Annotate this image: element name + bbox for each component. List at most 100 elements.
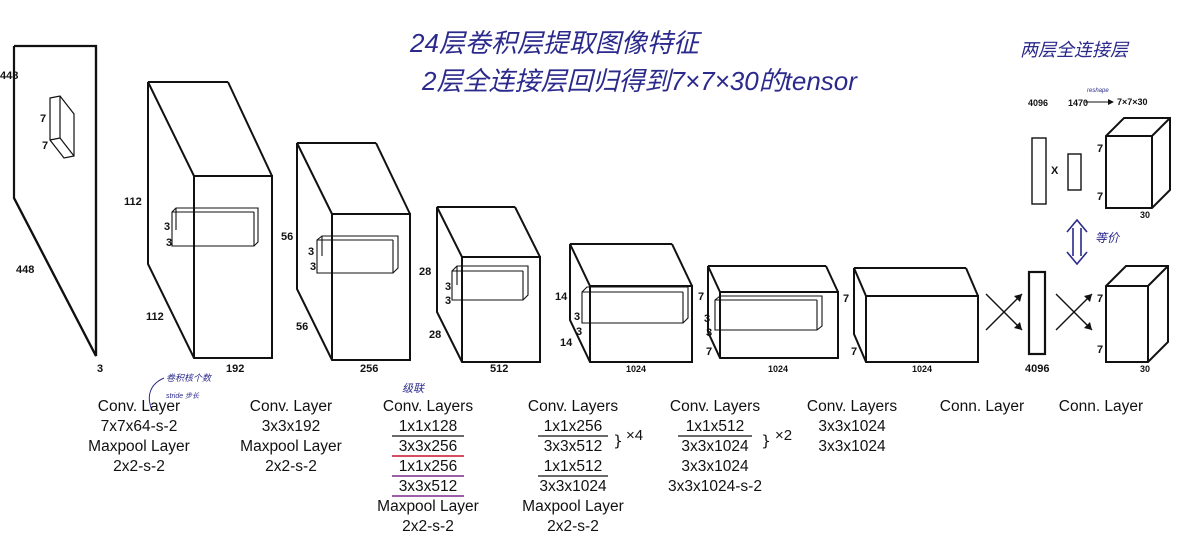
brace-b4: } (613, 432, 623, 450)
block1-height-label: 448 (0, 70, 18, 82)
kernel-count-note: 卷积核个数 (166, 373, 212, 383)
block1-kernel-a: 7 (40, 113, 46, 125)
reshape-word: reshape (1087, 88, 1109, 94)
caption-b3-3: 1x1x256 (399, 458, 458, 475)
block5-kernel-a: 3 (574, 311, 580, 323)
caption-b2-2: Maxpool Layer (240, 438, 342, 455)
block5-height-label: 14 (555, 291, 568, 303)
brace-b5: } (761, 432, 771, 450)
reshape-cross: X (1051, 165, 1059, 177)
block6-kernel-a: 3 (704, 313, 710, 325)
reshape-annotation: 4096 1470 reshape 7×7×30 X 7 7 30 等价 (1028, 88, 1171, 266)
block3-depth-label: 256 (360, 363, 378, 375)
output-cube: 7 7 30 (1097, 265, 1169, 374)
block7-height-label: 7 (843, 293, 849, 305)
block1-width-label: 448 (16, 264, 34, 276)
caption-b3-5: Maxpool Layer (377, 498, 479, 515)
stride-note: stride 步长 (166, 392, 200, 400)
block5: 14 14 1024 3 3 (555, 243, 693, 374)
block3: 56 56 256 3 3 (281, 142, 411, 375)
input-block: 448 448 3 7 7 (0, 44, 103, 375)
block4-height-label: 28 (419, 266, 431, 278)
caption-fc1: Conn. Layer (940, 398, 1024, 415)
block5-kernel-b: 3 (576, 326, 582, 338)
block2-kernel-b: 3 (166, 237, 172, 249)
caption-b5-2: 3x3x1024 (681, 438, 749, 455)
block5-depth-label: 1024 (626, 364, 646, 374)
caption-b5-0: Conv. Layers (670, 398, 760, 415)
annotation-line2: 2层全连接层回归得到7×7×30的tensor (421, 66, 858, 96)
reshape-1470-label: 1470 (1068, 98, 1088, 108)
caption-b3-1: 1x1x128 (399, 418, 458, 435)
block5-width-label: 14 (560, 337, 573, 349)
caption-b5-3: 3x3x1024 (681, 458, 749, 475)
annotation-fc-title: 两层全连接层 (1020, 40, 1130, 60)
caption-b1-3: 2x2-s-2 (113, 458, 165, 475)
caption-b2-1: 3x3x192 (262, 418, 321, 435)
cascade-note: 级联 (402, 382, 425, 395)
block2-height-label: 112 (124, 196, 142, 208)
block2-depth-label: 192 (226, 363, 244, 375)
output-width-label: 7 (1097, 344, 1103, 356)
caption-b5-1: 1x1x512 (686, 418, 745, 435)
block4: 28 28 512 3 3 (419, 206, 541, 375)
upper-cube-height: 7 (1097, 143, 1103, 155)
block3-width-label: 56 (296, 321, 308, 333)
block2-width-label: 112 (146, 311, 164, 323)
block4-kernel-a: 3 (445, 281, 451, 293)
caption-fc2: Conn. Layer (1059, 398, 1143, 415)
block6-width-label: 7 (706, 346, 712, 358)
captions: Conv. Layer 7x7x64-s-2 Maxpool Layer 2x2… (88, 398, 1143, 535)
caption-b4-3: 1x1x512 (544, 458, 603, 475)
upper-cube-depth: 30 (1140, 210, 1150, 220)
caption-b1-1: 7x7x64-s-2 (101, 418, 178, 435)
block4-depth-label: 512 (490, 363, 508, 375)
fc1-connection: 4096 (985, 270, 1093, 375)
caption-b4-2: 3x3x512 (544, 438, 603, 455)
block6-height-label: 7 (698, 291, 704, 303)
caption-b3-6: 2x2-s-2 (402, 518, 454, 535)
caption-b6-0: Conv. Layers (807, 398, 897, 415)
caption-b3-0: Conv. Layers (383, 398, 473, 415)
block4-kernel-b: 3 (445, 295, 451, 307)
upper-cube-width: 7 (1097, 191, 1103, 203)
block1-depth-label: 3 (97, 363, 103, 375)
output-height-label: 7 (1097, 293, 1103, 305)
caption-b4-5: Maxpool Layer (522, 498, 624, 515)
caption-b6-1: 3x3x1024 (818, 418, 886, 435)
block4-width-label: 28 (429, 329, 441, 341)
block3-kernel-b: 3 (310, 261, 316, 273)
caption-b1-0: Conv. Layer (98, 398, 180, 415)
caption-b3-2: 3x3x256 (399, 438, 458, 455)
block3-kernel-a: 3 (308, 246, 314, 258)
caption-b1-2: Maxpool Layer (88, 438, 190, 455)
repeat-b5: ×2 (775, 427, 792, 444)
output-depth-label: 30 (1140, 364, 1150, 374)
block7-depth-label: 1024 (912, 364, 932, 374)
repeat-b4: ×4 (626, 427, 643, 444)
block7: 7 7 1024 (843, 267, 979, 374)
block3-height-label: 56 (281, 231, 293, 243)
fc1-depth-label: 4096 (1025, 363, 1049, 375)
block1-kernel-b: 7 (42, 140, 48, 152)
caption-b2-0: Conv. Layer (250, 398, 332, 415)
caption-b2-3: 2x2-s-2 (265, 458, 317, 475)
block6-kernel-b: 3 (706, 327, 712, 339)
caption-b4-1: 1x1x256 (544, 418, 603, 435)
annotation-line1: 24层卷积层提取图像特征 (409, 28, 703, 58)
block2-kernel-a: 3 (164, 221, 170, 233)
block2: 112 112 192 3 3 (124, 81, 273, 375)
caption-b4-6: 2x2-s-2 (547, 518, 599, 535)
caption-b4-4: 3x3x1024 (539, 478, 607, 495)
caption-b4-0: Conv. Layers (528, 398, 618, 415)
caption-b6-2: 3x3x1024 (818, 438, 886, 455)
block6: 7 7 1024 3 3 (698, 265, 839, 374)
block7-width-label: 7 (851, 346, 857, 358)
reshape-7x7x30-label: 7×7×30 (1117, 97, 1148, 107)
caption-b5-4: 3x3x1024-s-2 (668, 478, 762, 495)
reshape-4096-label: 4096 (1028, 98, 1048, 108)
caption-b3-4: 3x3x512 (399, 478, 458, 495)
block6-depth-label: 1024 (768, 364, 788, 374)
equivalent-label: 等价 (1095, 231, 1121, 245)
